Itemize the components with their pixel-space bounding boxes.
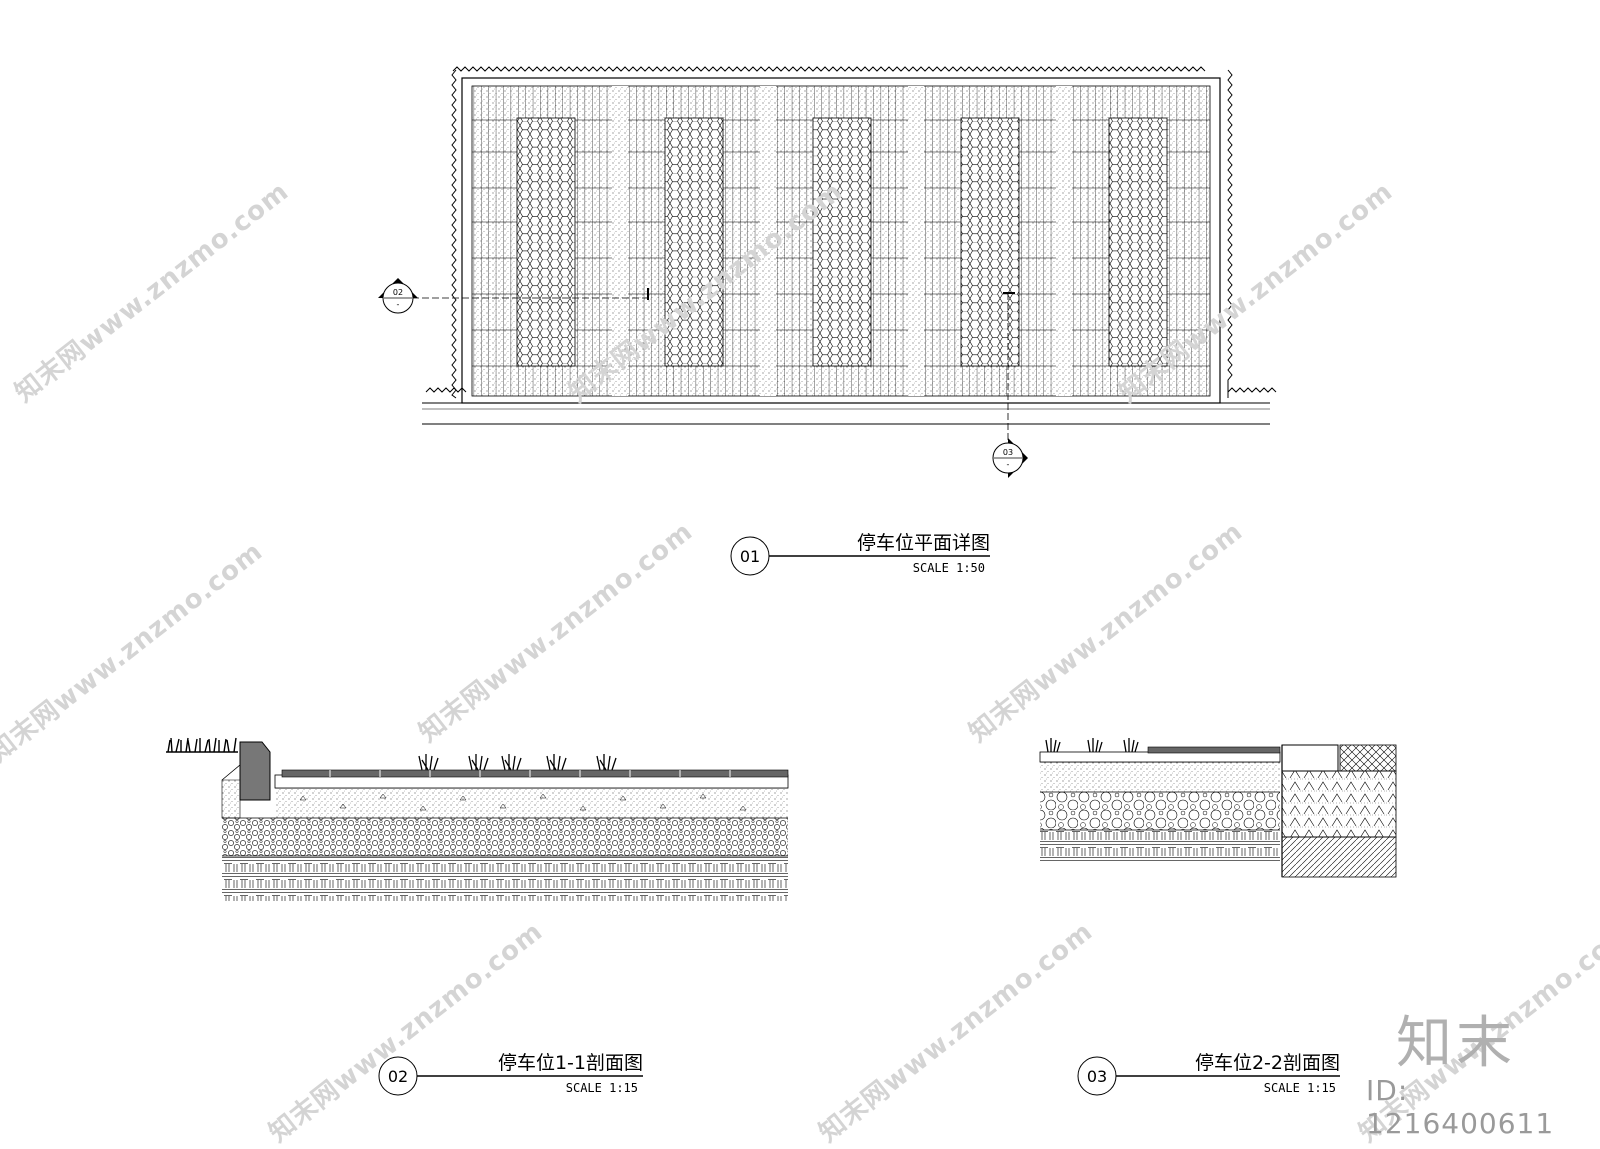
drawing-number-02: 02 [388, 1067, 408, 1086]
break-line-right [1227, 69, 1233, 398]
adjacent-diagonal-hatch [1281, 836, 1397, 878]
grass-tufts [418, 754, 617, 771]
brand-logo-text: 知末 [1396, 1011, 1516, 1076]
drawing-scale-02: SCALE 1:15 [566, 1081, 638, 1095]
break-line-bottom-right [1227, 387, 1277, 393]
section-marker-03-sub: - [1007, 460, 1010, 469]
break-line-top [452, 66, 1206, 72]
drawing-scale-01: SCALE 1:50 [913, 561, 985, 575]
drawing-title-02: 停车位1-1剖面图 [498, 1052, 643, 1074]
plan-drawing-01: 02 - 03 - [378, 66, 1277, 478]
adjacent-fill-layer [1281, 770, 1397, 838]
large-stone-layer [1040, 792, 1280, 830]
dotted-separator-bands [612, 86, 1072, 396]
break-line-left [451, 69, 457, 399]
concrete-aggregate-marks [299, 793, 747, 811]
section-drawing-02 [166, 737, 789, 901]
grass-paver-strips [516, 117, 1168, 367]
section-marker-02: 02 - [378, 278, 418, 314]
curb-stone [239, 741, 271, 801]
subgrade-layer [222, 856, 788, 901]
curb-lines [422, 402, 1270, 425]
drawing-number-03: 03 [1087, 1067, 1107, 1086]
drawing-number-01: 01 [740, 547, 760, 566]
grass-tufts [1045, 738, 1139, 753]
drawing-title-01: 停车位平面详图 [857, 532, 990, 554]
title-block-01: 01 停车位平面详图 SCALE 1:50 [730, 532, 990, 576]
drawing-title-03: 停车位2-2剖面图 [1195, 1052, 1340, 1074]
lawn-grass [166, 737, 238, 753]
break-line-bottom-left [425, 387, 467, 393]
title-block-02: 02 停车位1-1剖面图 SCALE 1:15 [378, 1052, 643, 1096]
concrete-base-layer [275, 788, 788, 818]
section-marker-03-label: 03 [1003, 448, 1013, 457]
section-marker-02-sub: - [397, 300, 400, 309]
drawing-scale-03: SCALE 1:15 [1264, 1081, 1336, 1095]
section-cut-line-03 [1003, 292, 1015, 445]
title-block-03: 03 停车位2-2剖面图 SCALE 1:15 [1077, 1052, 1340, 1096]
section-marker-02-label: 02 [393, 288, 403, 297]
image-id: ID: 1216400611 [1366, 1074, 1555, 1140]
section-marker-03: 03 - [992, 438, 1028, 478]
section-cut-line-02 [412, 288, 649, 300]
paver-surface-layer [1039, 751, 1281, 763]
sand-bedding-layer [1040, 762, 1280, 792]
subgrade-layer [1040, 830, 1280, 862]
section-drawing-03 [1039, 738, 1397, 878]
gravel-base-layer [222, 818, 788, 856]
curb-block [1281, 744, 1339, 772]
adjacent-crosshatch [1339, 744, 1397, 772]
